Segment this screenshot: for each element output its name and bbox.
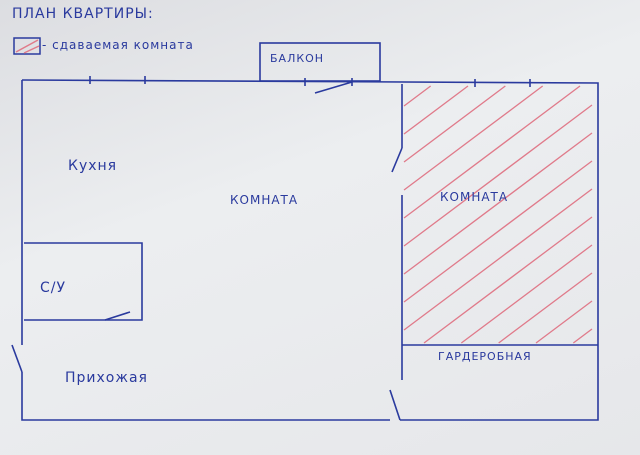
window-ticks — [89, 76, 531, 87]
door-entrance — [11, 344, 23, 373]
hatch-line — [460, 244, 593, 344]
room-rented: КОМНАТА — [440, 190, 509, 204]
room-bathroom: С/У — [40, 280, 67, 296]
door-bathroom — [104, 311, 131, 321]
plan-title: ПЛАН КВАРТИРЫ: — [12, 6, 154, 22]
legend-swatch — [13, 37, 41, 55]
balcony-outline — [259, 42, 381, 82]
hatch-line — [403, 85, 506, 163]
hatch-line — [403, 85, 581, 219]
room-wardrobe: ГАРДЕРОБНАЯ — [438, 350, 532, 363]
door-hall — [389, 389, 401, 421]
hatch-line — [572, 328, 593, 344]
door-balcony — [314, 81, 353, 94]
hatch-line — [403, 104, 593, 247]
hatch-line — [403, 132, 593, 275]
outer-wall-bottom — [21, 372, 390, 421]
hatch-line — [403, 85, 432, 107]
rented-room-hatching — [403, 85, 593, 344]
bathroom-wall — [24, 242, 143, 321]
hatch-line — [423, 216, 593, 344]
room-main: КОМНАТА — [230, 193, 299, 207]
room-balcony: БАЛКОН — [270, 52, 325, 65]
legend-label: - сдаваемая комната — [42, 38, 194, 52]
hatch-line — [535, 300, 593, 344]
room-kitchen: Кухня — [68, 158, 118, 174]
hatch-line — [403, 85, 469, 135]
door-room — [391, 147, 403, 173]
hatch-line — [403, 188, 593, 331]
room-hallway: Прихожая — [65, 370, 148, 386]
hatch-line — [498, 272, 593, 344]
hatch-line — [403, 85, 544, 191]
hatch-line — [403, 160, 593, 303]
